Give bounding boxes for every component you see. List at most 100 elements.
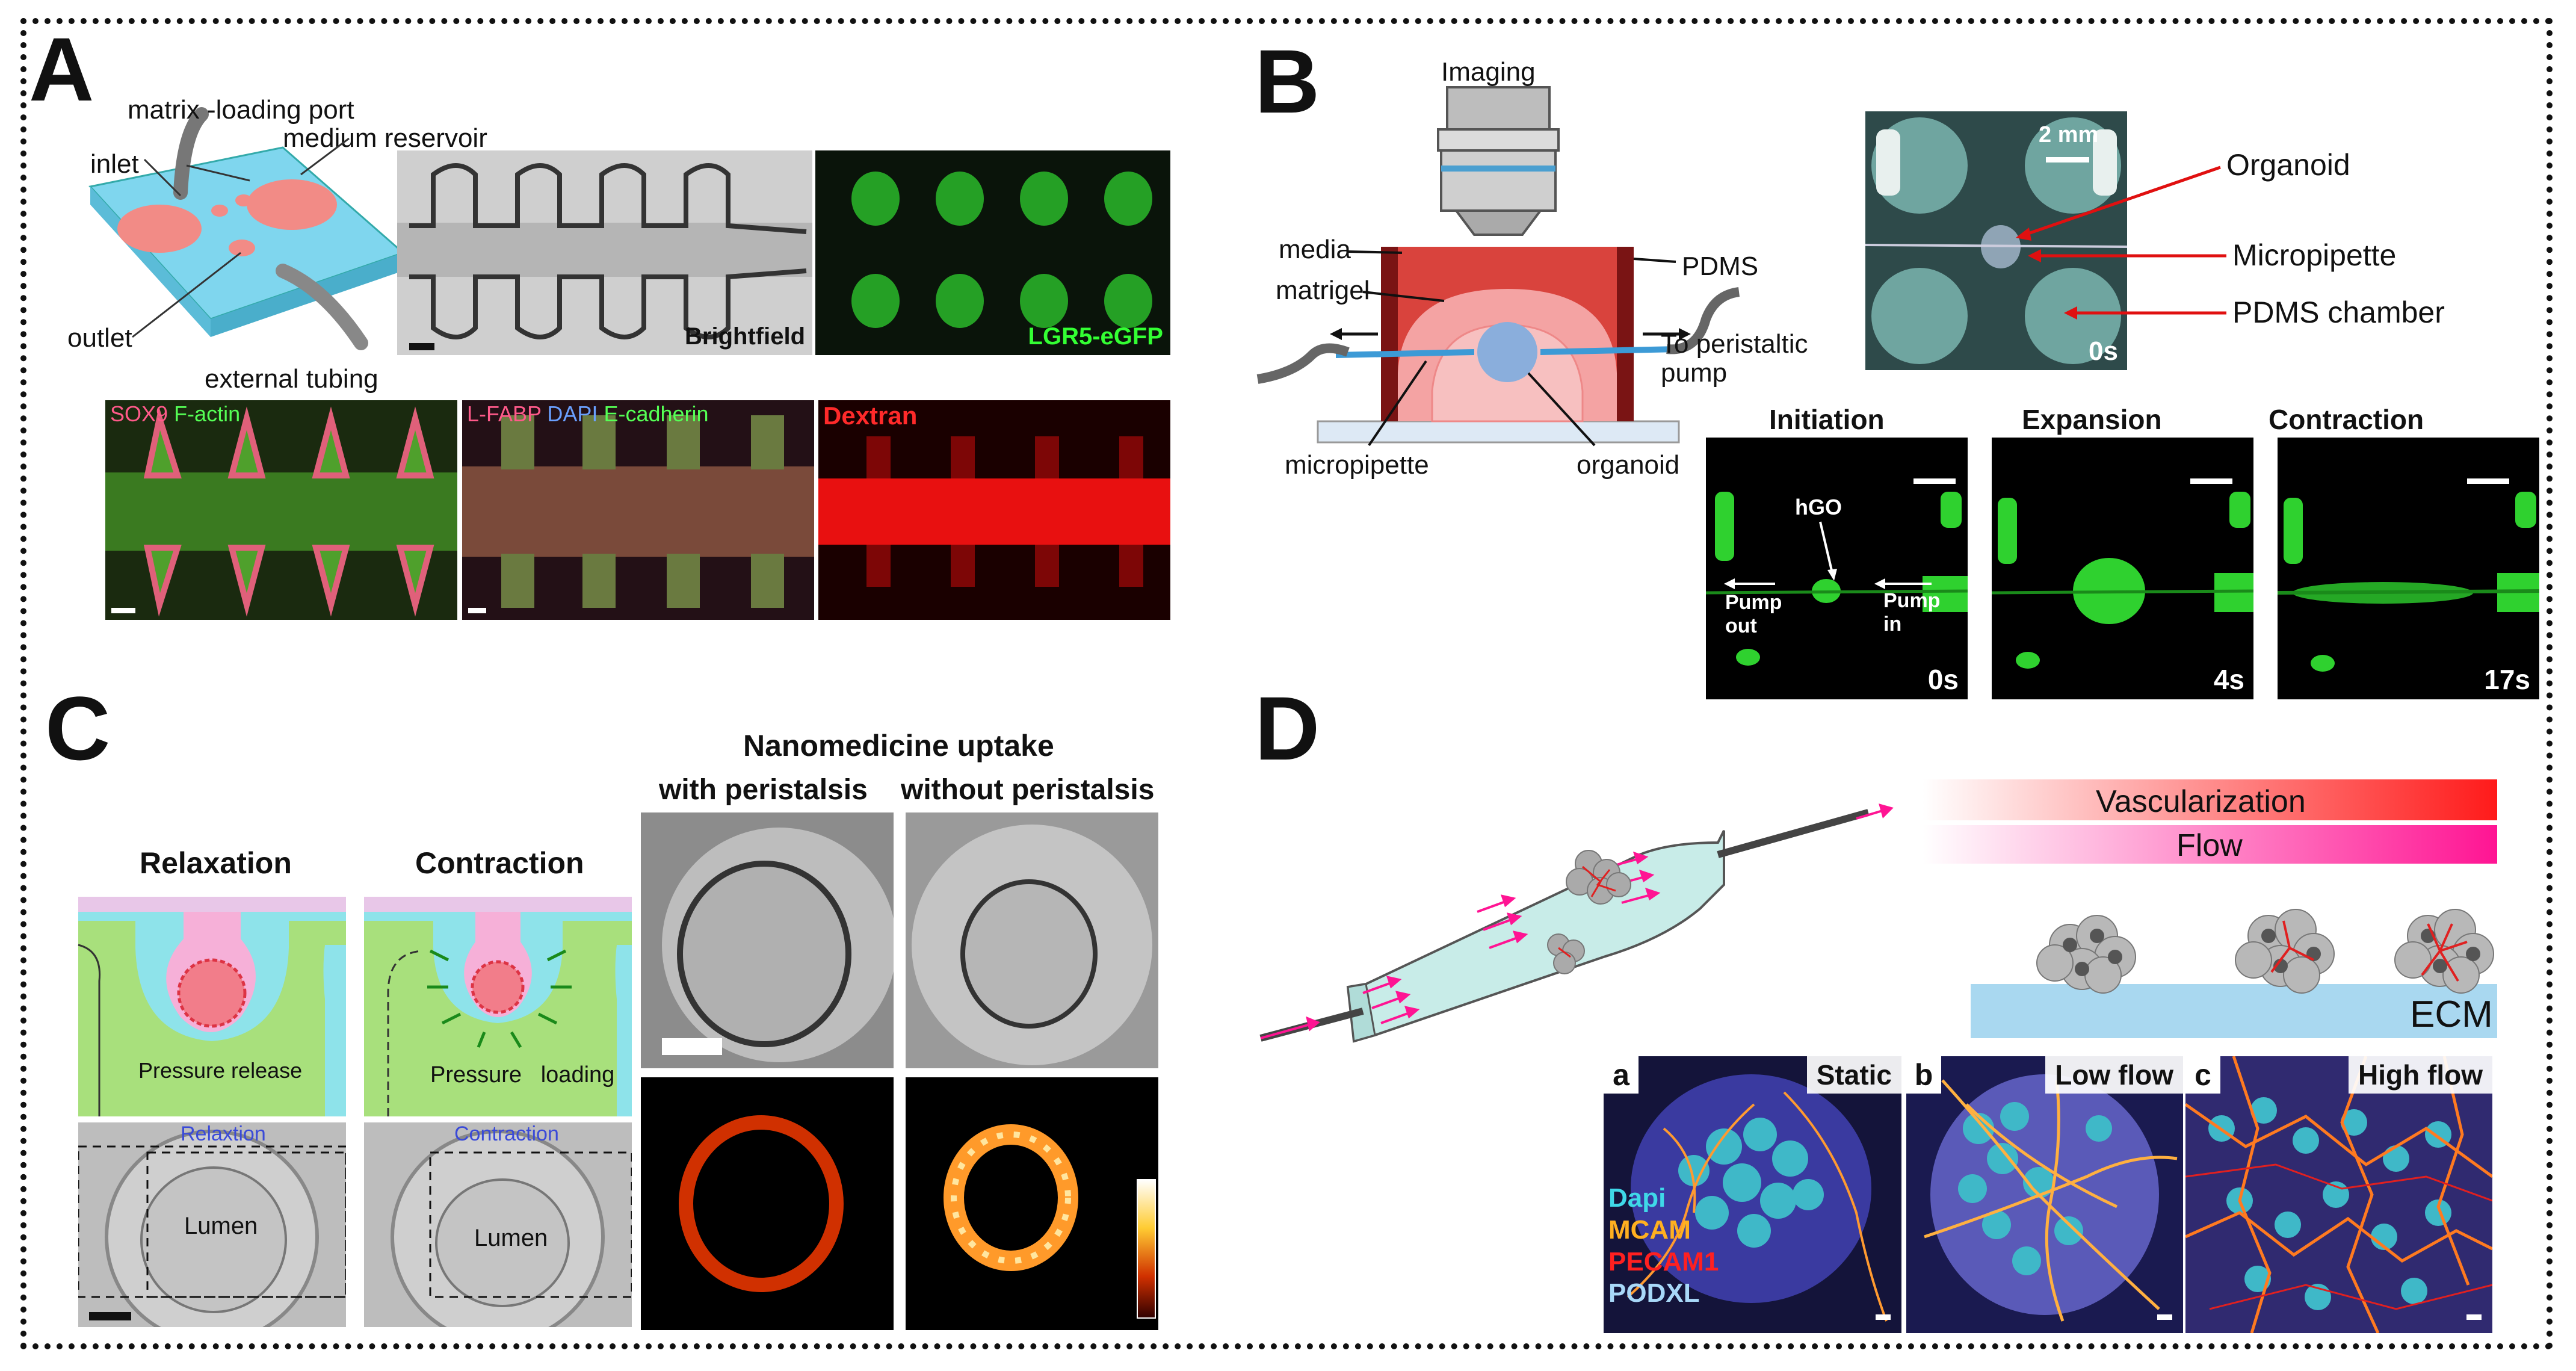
- stain-sox9: SOX9: [110, 401, 168, 426]
- initiation-scale-bar: [1913, 478, 1956, 484]
- with-scale-bar: [662, 1038, 722, 1055]
- expansion-image: 4s: [1992, 438, 2253, 699]
- static-image: a Static Dapi MCAM PECAM1 PODXL: [1604, 1056, 1901, 1333]
- figure-frame: [20, 18, 2553, 1349]
- hgo-label: hGO: [1795, 495, 1842, 519]
- dextran-image: Dextran: [818, 400, 1170, 620]
- low-flow-scale-bar: [2157, 1314, 2172, 1320]
- contraction-time: 17s: [2484, 664, 2530, 695]
- stain-legend: Dapi MCAM PECAM1 PODXL: [1608, 1183, 1719, 1310]
- lumen-label-1: Lumen: [184, 1213, 258, 1239]
- lfabp-legend: L-FABP DAPI E-cadherin: [467, 401, 709, 427]
- expansion-scale-bar: [2190, 478, 2232, 484]
- relaxation-scale-bar: [89, 1312, 131, 1320]
- phase-contraction-title: Contraction: [2269, 404, 2424, 435]
- photo-time: 0s: [2089, 336, 2118, 366]
- lumen-label-2: Lumen: [474, 1225, 548, 1251]
- photo-scale-label: 2 mm: [2039, 122, 2099, 147]
- expansion-time: 4s: [2213, 664, 2244, 695]
- high-flow-scale-bar: [2466, 1314, 2482, 1320]
- with-peristalsis-fluorescence: [641, 1077, 894, 1330]
- without-peristalsis-fluorescence: [906, 1077, 1158, 1330]
- brightfield-image: Brightfield: [397, 150, 812, 355]
- static-title: Static: [1806, 1056, 1901, 1094]
- label-micropipette: micropipette: [1285, 450, 1429, 480]
- contraction-schematic: [364, 897, 632, 1116]
- gradient-bars: [1923, 779, 2497, 864]
- without-peristalsis-brightfield: [906, 812, 1158, 1068]
- low-flow-title: Low flow: [2045, 1056, 2183, 1094]
- high-flow-image: c High flow: [2185, 1056, 2492, 1333]
- ecm-label: ECM: [2410, 994, 2493, 1035]
- vascularization-label: Vascularization: [2096, 784, 2306, 819]
- label-organoid: organoid: [1577, 450, 1680, 480]
- chip-schematic: [88, 107, 405, 350]
- contraction-photo: Contraction Lumen: [364, 1122, 632, 1327]
- without-peristalsis-label: without peristalsis: [901, 774, 1155, 806]
- contraction-title: Contraction: [415, 846, 584, 880]
- pressure-release-label: Pressure release: [138, 1058, 303, 1083]
- pressure-loading-label: Pressure loading: [430, 1062, 615, 1088]
- contraction-photo-label: Contraction: [454, 1122, 559, 1145]
- label-to-peristaltic: To peristaltic pump: [1661, 329, 1808, 388]
- photo-callout-arrows: [2016, 166, 2226, 320]
- label-media: media: [1279, 235, 1351, 264]
- label-outlet: outlet: [67, 323, 132, 353]
- lfabp-scale-bar: [468, 608, 486, 613]
- label-matrix-port: matrix -loading port: [128, 95, 354, 125]
- brightfield-scale-bar: [409, 343, 434, 350]
- static-scale-bar: [1876, 1314, 1891, 1320]
- sox9-factin-legend: SOX9 F-actin: [110, 401, 240, 427]
- initiation-time: 0s: [1927, 664, 1959, 695]
- lfabp-image: L-FABP DAPI E-cadherin: [462, 400, 814, 620]
- initiation-arrows: [1724, 521, 1932, 589]
- stain-factin: F-actin: [174, 401, 241, 426]
- b-leader-lines: [1347, 250, 1676, 447]
- low-flow-panel-letter: b: [1906, 1056, 1941, 1094]
- label-pdms: PDMS: [1682, 252, 1759, 281]
- sox9-factin-image: SOX9 F-actin: [105, 400, 457, 620]
- high-flow-title: High flow: [2349, 1056, 2492, 1094]
- nanomedicine-title: Nanomedicine uptake: [743, 729, 1054, 763]
- device-photo: 2 mm 0s: [1865, 111, 2127, 370]
- pump-out-label: Pump out: [1725, 591, 1782, 638]
- panel-label-a: A: [29, 19, 94, 120]
- callout-organoid: Organoid: [2226, 148, 2350, 182]
- stain-dapi-d: Dapi: [1608, 1183, 1666, 1213]
- stain-pecam1: PECAM1: [1608, 1246, 1719, 1277]
- ecm-organoids: [1971, 909, 2497, 1038]
- panel-label-d: D: [1255, 678, 1320, 779]
- flow-chamber-schematic: [1259, 803, 1894, 1043]
- label-imaging: Imaging: [1441, 57, 1536, 87]
- label-medium-reservoir: medium reservoir: [283, 123, 487, 153]
- low-flow-image: b Low flow: [1906, 1056, 2183, 1333]
- with-peristalsis-brightfield: [641, 812, 894, 1068]
- label-external-tubing: external tubing: [205, 364, 378, 394]
- objective-lens-icon: [1437, 86, 1560, 236]
- static-panel-letter: a: [1604, 1056, 1639, 1094]
- callout-micropipette: Micropipette: [2232, 238, 2397, 272]
- panel-label-b: B: [1255, 31, 1320, 132]
- sox9-scale-bar: [111, 608, 135, 613]
- relaxation-photo: Relaxtion Lumen: [78, 1122, 346, 1327]
- relaxation-schematic: [78, 897, 346, 1116]
- stain-podxl: PODXL: [1608, 1278, 1700, 1308]
- phase-initiation-title: Initiation: [1769, 404, 1885, 435]
- pump-in-label: Pump in: [1883, 589, 1941, 636]
- brightfield-label: Brightfield: [685, 323, 805, 350]
- label-inlet: inlet: [90, 149, 139, 179]
- initiation-image: hGO Pump out Pump in 0s: [1706, 438, 1968, 699]
- stain-dapi: DAPI: [547, 401, 598, 426]
- contraction-image: 17s: [2278, 438, 2539, 699]
- label-matrigel: matrigel: [1276, 276, 1370, 305]
- lgr5-label: LGR5-eGFP: [1028, 323, 1163, 350]
- relaxation-title: Relaxation: [140, 846, 292, 880]
- dextran-label: Dextran: [823, 401, 918, 430]
- flow-label: Flow: [2176, 828, 2243, 863]
- callout-pdms-chamber: PDMS chamber: [2232, 296, 2445, 329]
- lgr5-image: LGR5-eGFP: [815, 150, 1170, 355]
- stain-ecadherin: E-cadherin: [604, 401, 709, 426]
- with-peristalsis-label: with peristalsis: [659, 774, 868, 806]
- phase-expansion-title: Expansion: [2022, 404, 2162, 435]
- relaxation-photo-label: Relaxtion: [181, 1122, 266, 1145]
